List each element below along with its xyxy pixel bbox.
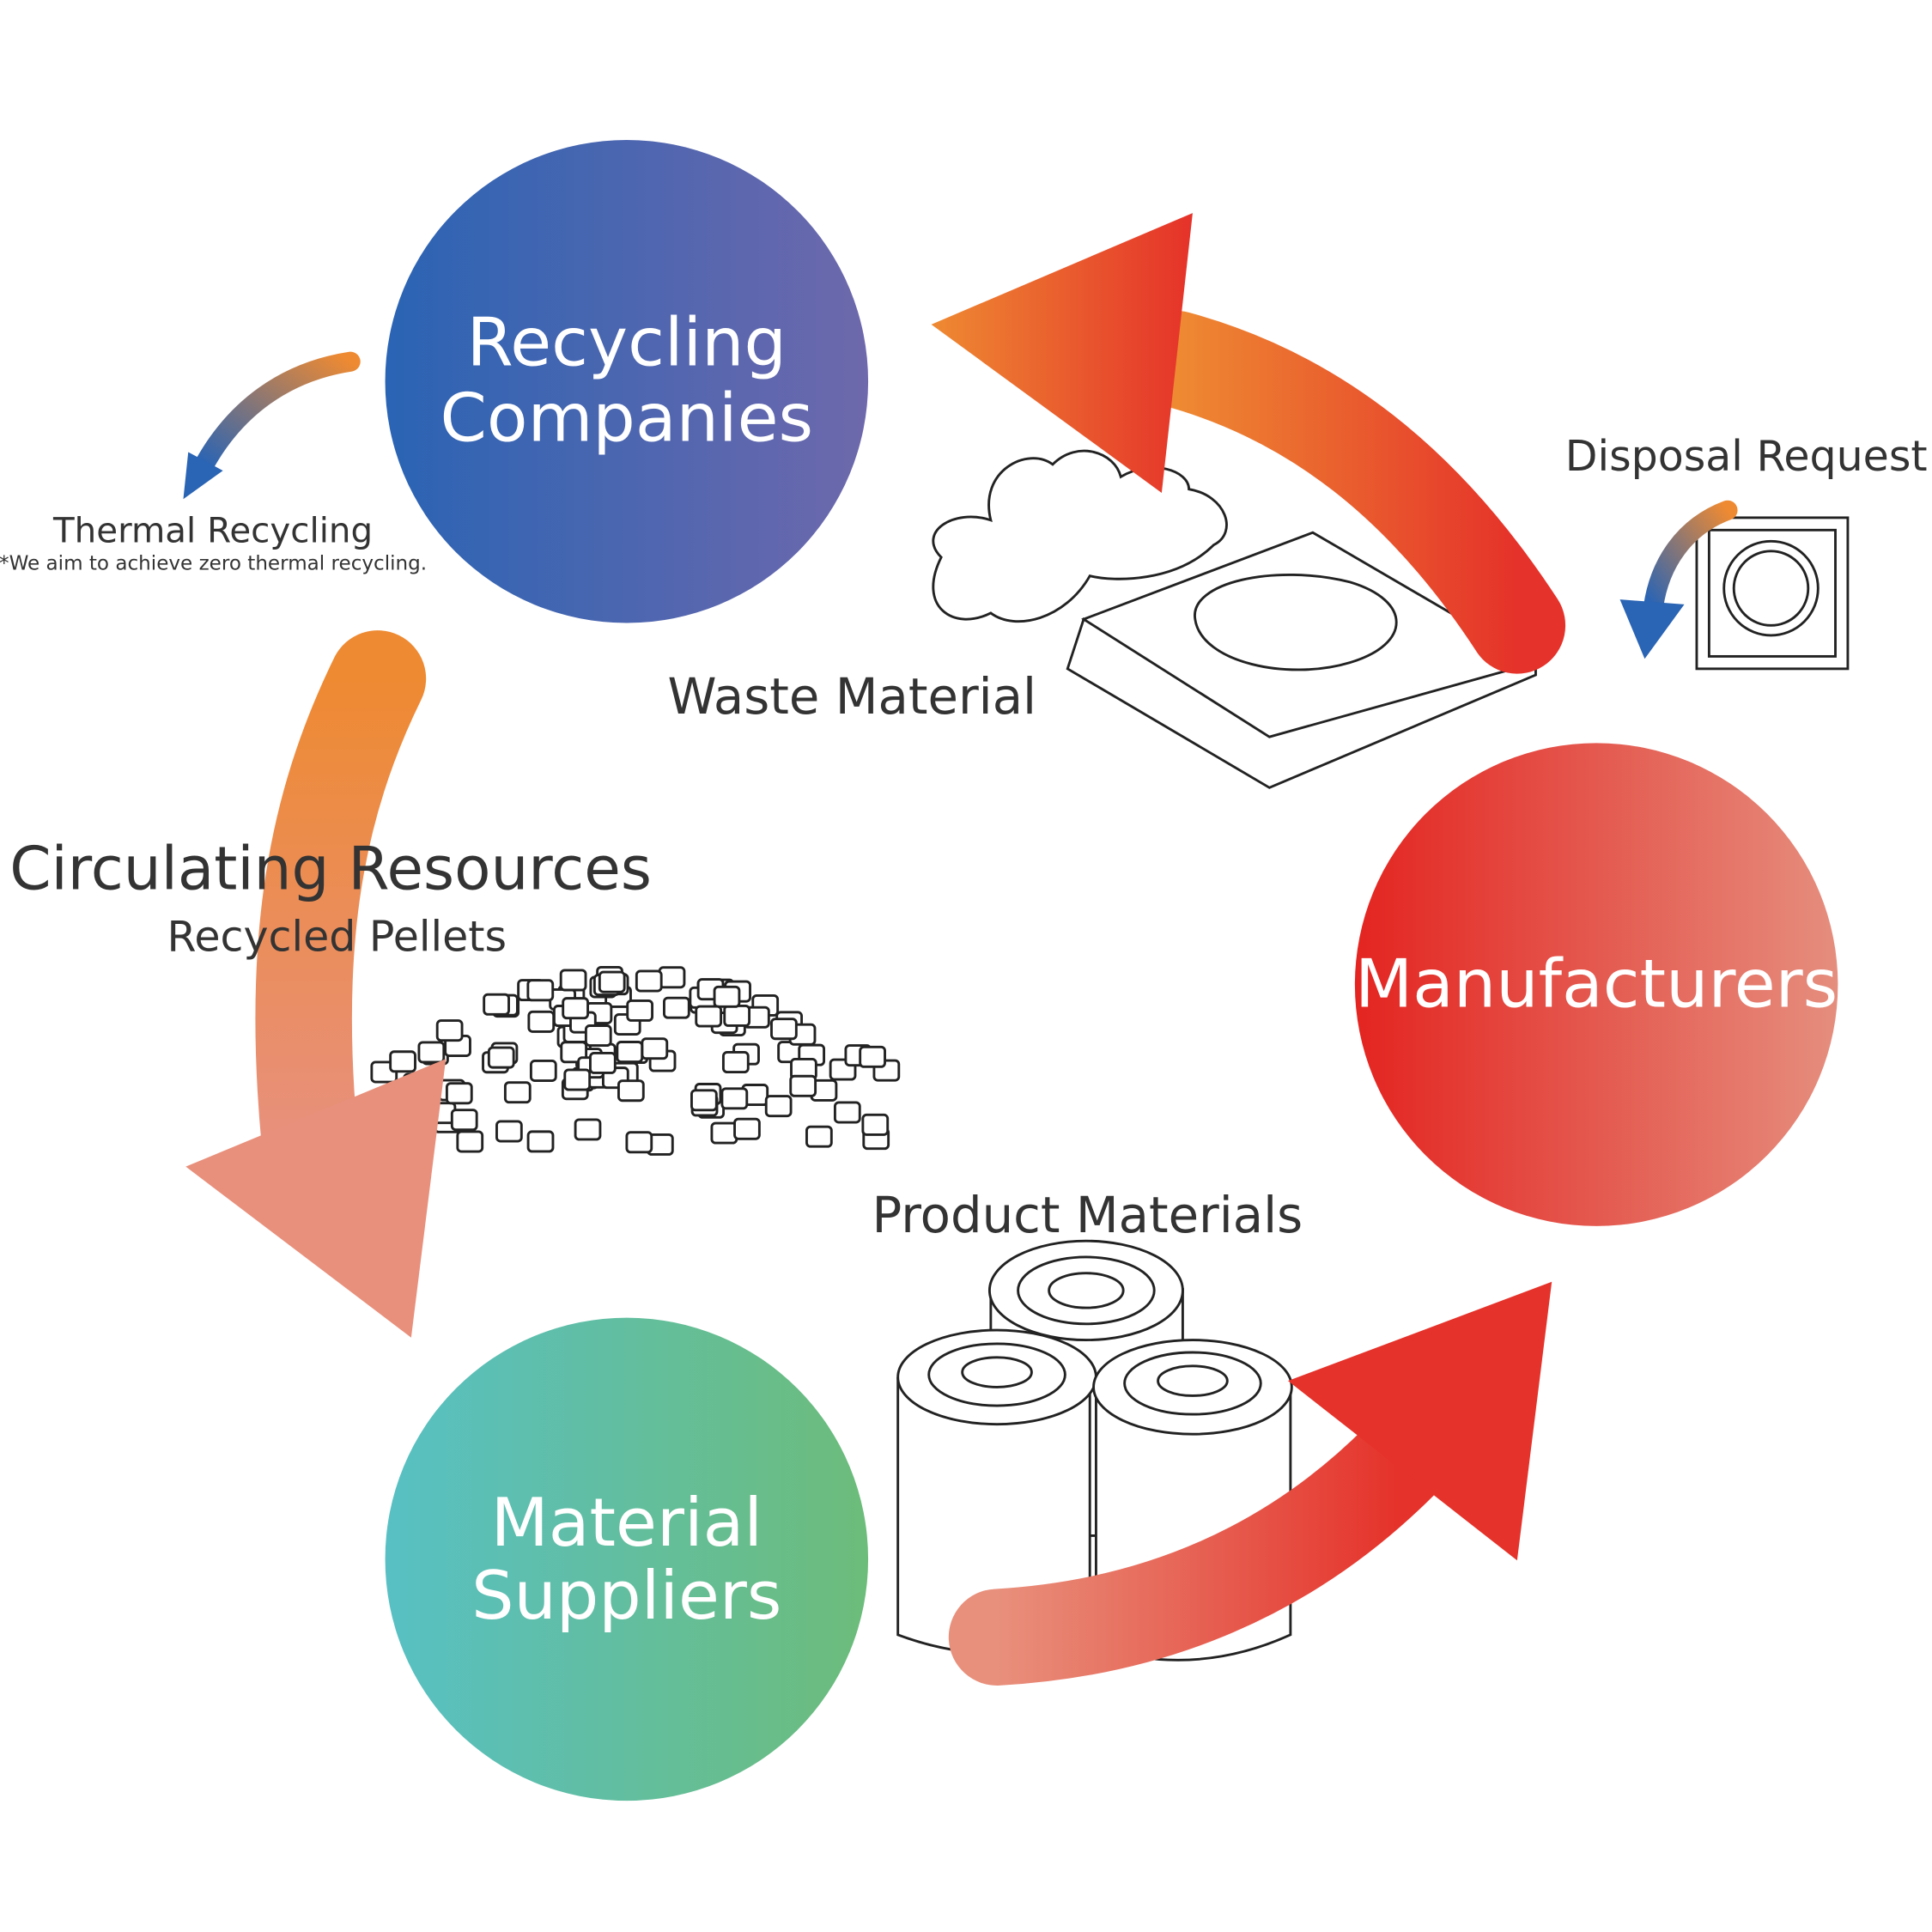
- pellet: [417, 1041, 446, 1064]
- product-materials-illustration: [896, 1239, 1293, 1662]
- pellet: [805, 1125, 833, 1148]
- pellet: [527, 1010, 556, 1033]
- pellet: [503, 1081, 532, 1104]
- pellet: [483, 993, 510, 1016]
- pellet: [861, 1113, 890, 1136]
- node-recycling-companies: Recycling Companies: [385, 139, 869, 623]
- pellet: [663, 996, 690, 1019]
- arrow-recycling-to-suppliers: [185, 630, 447, 1338]
- node-label: Manufacturers: [1355, 946, 1838, 1024]
- node-label: Material: [491, 1485, 762, 1562]
- pellet: [764, 1095, 793, 1118]
- waste-material-label: Waste Material: [668, 667, 1037, 726]
- arrow-suppliers-to-manufacturers: [948, 1281, 1552, 1686]
- waste-material-illustration: [932, 449, 1539, 789]
- pellet: [721, 1051, 750, 1074]
- pellet: [495, 1120, 523, 1143]
- pellet: [720, 1087, 749, 1110]
- pellet: [710, 1121, 738, 1145]
- arrow-thermal-recycling: [183, 351, 361, 500]
- pellet: [526, 979, 555, 1002]
- pellet: [584, 1024, 612, 1048]
- recycled-pellets-label: Recycled Pellets: [167, 912, 507, 962]
- thermal-recycling-label: Thermal Recycling: [52, 511, 373, 551]
- pellet: [723, 1004, 751, 1027]
- node-label: Suppliers: [471, 1558, 781, 1635]
- pellet: [641, 1037, 669, 1060]
- pellet: [574, 1118, 602, 1141]
- pellet: [456, 1130, 484, 1153]
- disposal-request-illustration: [1695, 516, 1850, 671]
- node-label: Recycling: [467, 304, 787, 381]
- pellet: [626, 999, 654, 1022]
- circulating-resources-label: Circulating Resources: [9, 835, 652, 904]
- pellet: [389, 1050, 416, 1073]
- pellet: [695, 1005, 723, 1028]
- pellet: [598, 970, 626, 993]
- pellet: [562, 997, 589, 1020]
- pellet: [563, 1068, 592, 1091]
- pellet: [589, 1051, 617, 1074]
- pellet: [789, 1074, 817, 1097]
- pellet: [770, 1018, 798, 1041]
- pellet: [559, 969, 587, 992]
- recycled-pellets-illustration: [370, 965, 901, 1156]
- pellet: [445, 1082, 473, 1105]
- pellet: [658, 966, 686, 989]
- pellet: [435, 1019, 464, 1042]
- arrow-disposal-request: [1619, 500, 1738, 659]
- thermal-recycling-note: *We aim to achieve zero thermal recyclin…: [0, 552, 427, 574]
- pellet: [859, 1045, 886, 1068]
- pellet: [617, 1079, 645, 1103]
- node-manufacturers: Manufacturers: [1354, 743, 1838, 1226]
- pellet: [713, 985, 741, 1008]
- node-label: Companies: [440, 380, 814, 457]
- arrow-manufacturers-to-recycling: [931, 213, 1566, 674]
- pellet: [450, 1109, 478, 1132]
- pellet: [635, 969, 663, 993]
- pellet: [526, 1130, 555, 1153]
- pellet: [733, 1117, 761, 1140]
- pellet: [833, 1101, 861, 1124]
- pellet: [529, 1060, 557, 1082]
- pellet: [616, 1041, 644, 1064]
- node-material-suppliers: Material Suppliers: [385, 1317, 869, 1801]
- pellet: [690, 1089, 718, 1112]
- pellet: [487, 1046, 515, 1069]
- pellet: [625, 1131, 653, 1154]
- product-materials-label: Product Materials: [872, 1186, 1303, 1244]
- disposal-request-label: Disposal Request: [1565, 431, 1928, 481]
